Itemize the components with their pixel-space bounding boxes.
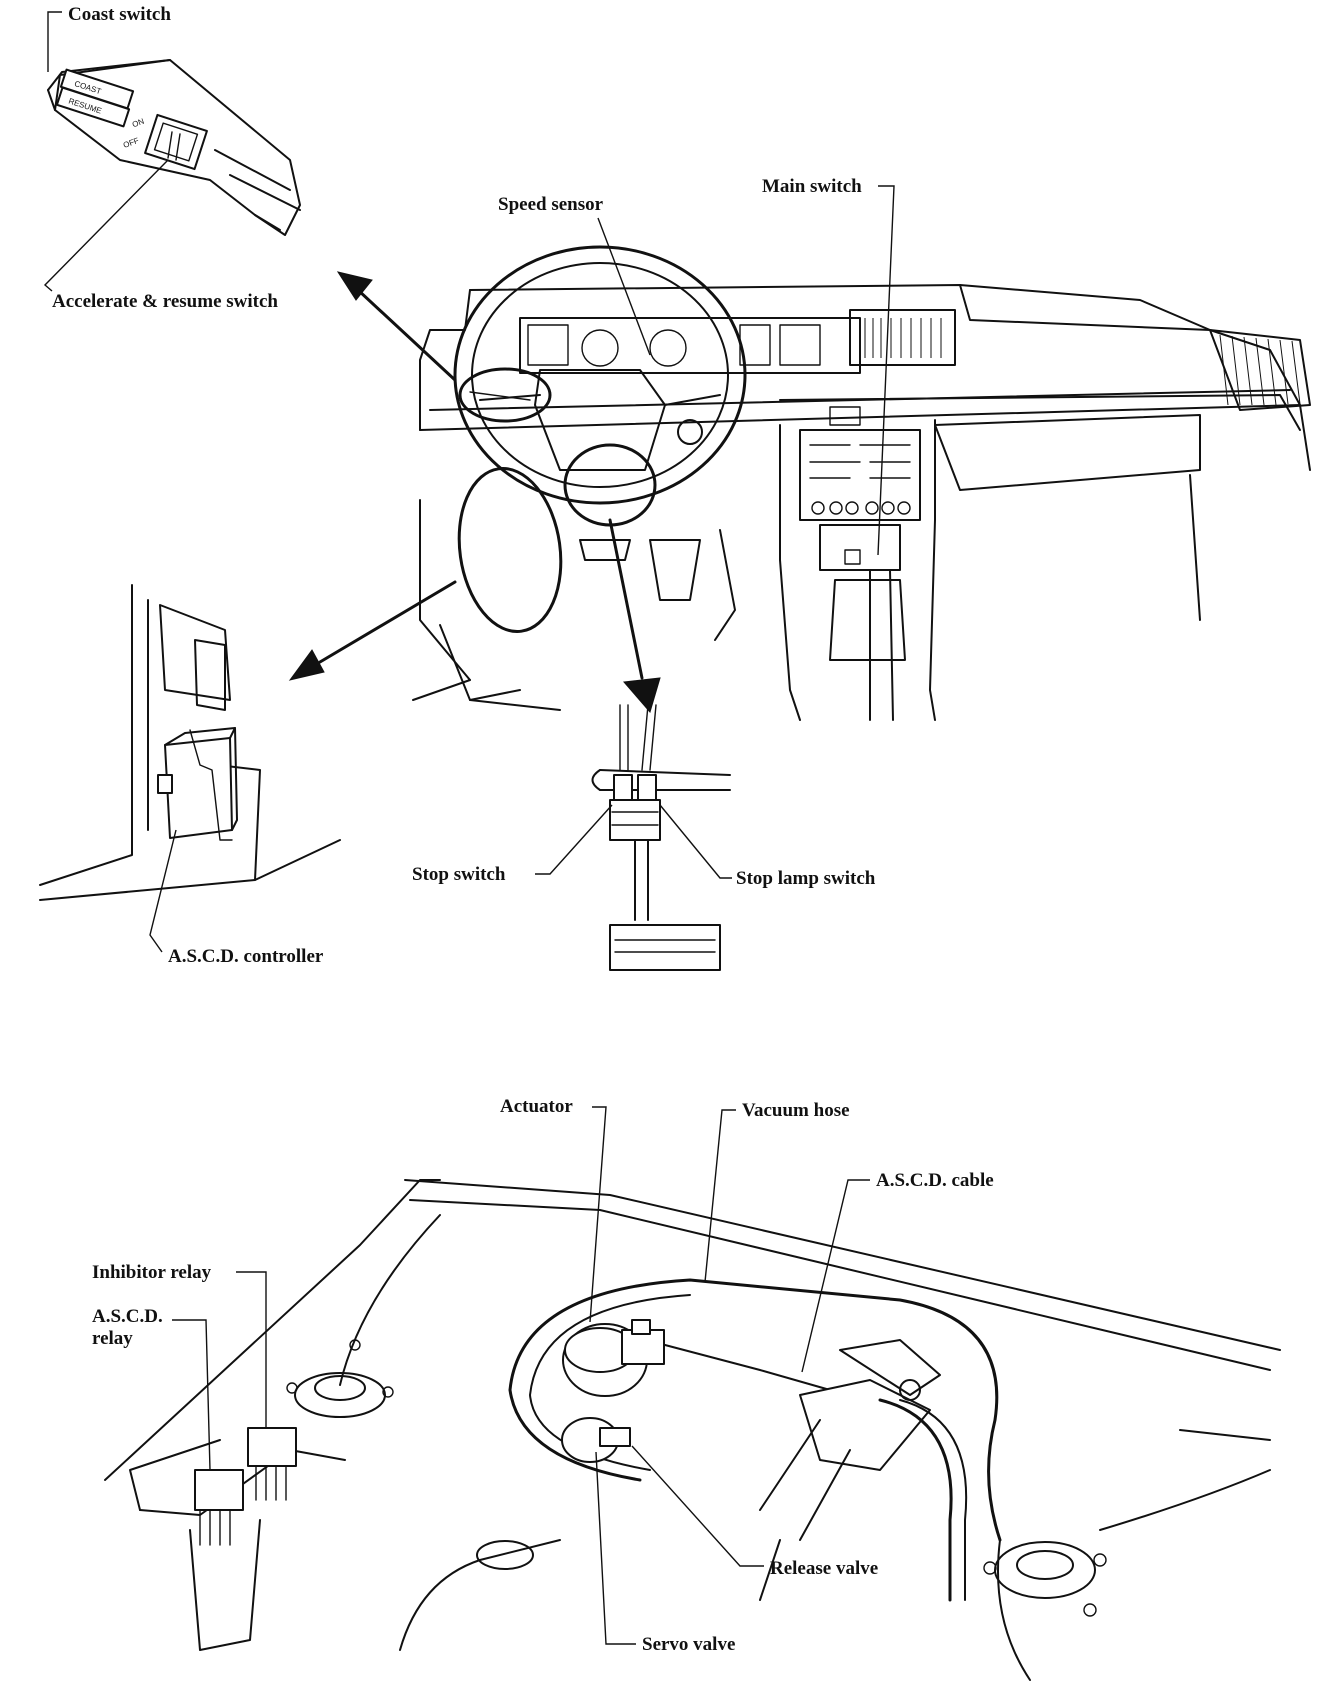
engine-compartment-illustration	[104, 1179, 1281, 1681]
cruise-control-stalk: COAST RESUME ON OFF	[47, 59, 301, 236]
vacuum-hose-label: Vacuum hose	[742, 1100, 850, 1121]
speed-sensor-label: Speed sensor	[498, 194, 604, 215]
release-valve-label: Release valve	[770, 1558, 878, 1579]
ascd-controller-illustration	[39, 584, 341, 901]
ascd-relay-label-line2: relay	[92, 1328, 133, 1349]
dashboard-illustration	[412, 245, 1311, 721]
inhibitor-relay-label: Inhibitor relay	[92, 1262, 212, 1283]
actuator-unit	[562, 1319, 665, 1397]
callout-arrow-to-brake-switches	[608, 518, 661, 714]
accelerate-resume-switch-label: Accelerate & resume switch	[52, 291, 278, 312]
ascd-relay-label-line1: A.S.C.D.	[92, 1306, 163, 1327]
console-knobs	[811, 501, 911, 515]
main-switch-label: Main switch	[762, 176, 862, 197]
brake-pedal-switches	[591, 704, 731, 971]
ascd-relay-body	[194, 1469, 244, 1546]
callout-arrow-to-stalk	[336, 271, 457, 382]
coast-switch-label: Coast switch	[68, 4, 171, 25]
servo-valve-label: Servo valve	[642, 1634, 735, 1655]
off-lettering: OFF	[122, 136, 140, 150]
inhibitor-relay-body	[247, 1427, 297, 1501]
dash-end-vent	[1209, 329, 1311, 411]
stop-lamp-switch-label: Stop lamp switch	[736, 868, 876, 889]
callout-arrow-to-controller	[288, 580, 457, 681]
on-lettering: ON	[131, 117, 146, 130]
ascd-controller-label: A.S.C.D. controller	[168, 946, 324, 967]
actuator-label: Actuator	[500, 1096, 573, 1117]
stop-switch-label: Stop switch	[412, 864, 506, 885]
ascd-cable-label: A.S.C.D. cable	[876, 1170, 994, 1191]
